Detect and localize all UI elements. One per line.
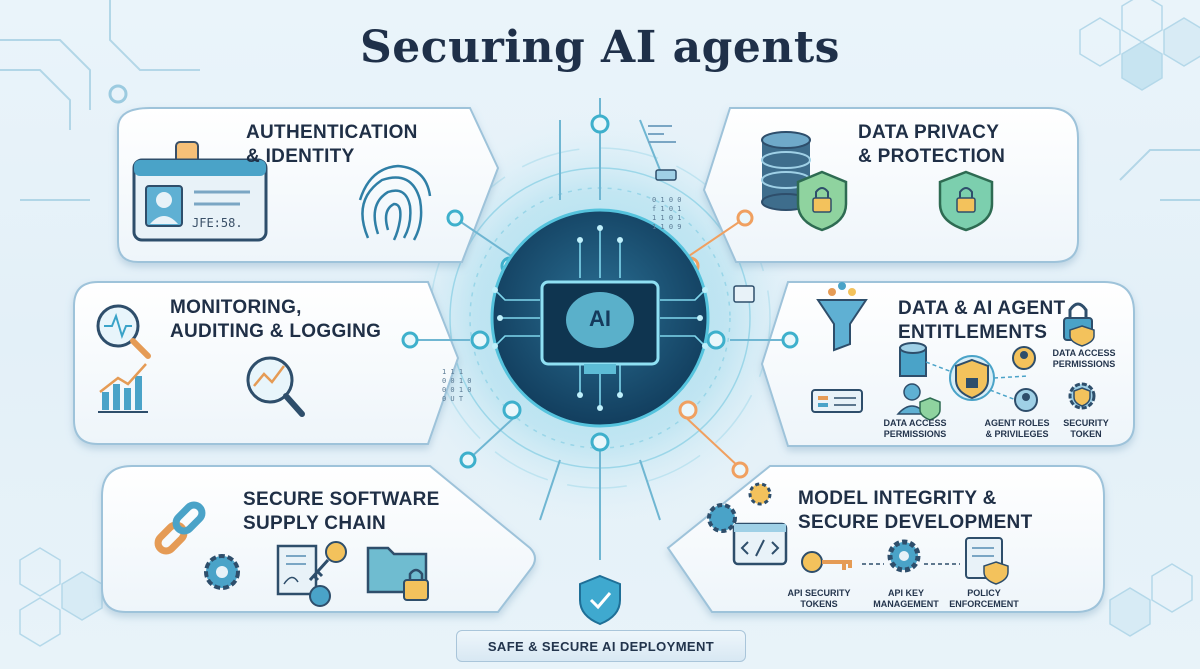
label-data-access-permissions-right: DATA ACCESS PERMISSIONS: [1052, 348, 1116, 369]
lock-icon-entitlement: [1063, 302, 1095, 347]
panel-title-supply-chain: SECURE SOFTWARE SUPPLY CHAIN: [243, 489, 440, 534]
bar-chart-icon: [98, 363, 148, 413]
user-avatar-icon: [1012, 346, 1036, 370]
panel-title-model: MODEL INTEGRITY & SECURE DEVELOPMENT: [798, 488, 1033, 533]
label-api-security-tokens: API SECURITY TOKENS: [787, 588, 851, 609]
page-title: Securing AI agents: [360, 22, 840, 73]
label-policy-enforcement: POLICY ENFORCEMENT: [949, 588, 1019, 609]
circuit-traces: [0, 0, 1200, 201]
label-api-key-management: API KEY MANAGEMENT: [873, 588, 939, 609]
plug-icon: [655, 169, 677, 181]
central-shield-icon: [949, 355, 995, 401]
security-token-gear-icon: [1068, 382, 1096, 410]
fingerprint-icon: [358, 164, 432, 241]
panel-title-auth: AUTHENTICATION & IDENTITY: [246, 122, 418, 167]
shield-lock-icon-1: [796, 170, 848, 232]
code-window-icon: [732, 522, 788, 566]
bg-ring: [108, 84, 128, 104]
label-data-access-permissions: DATA ACCESS PERMISSIONS: [883, 418, 947, 439]
shield-lock-icon-2: [938, 170, 994, 232]
gear-icon-model: [887, 539, 921, 573]
connectors: [410, 98, 790, 560]
binary-code-right: 0 1 0 0 f 1 0 1 1 1 0 1 1 1 0 9: [652, 196, 682, 231]
small-window-icon: [733, 285, 755, 303]
monitor-icon: [540, 280, 660, 374]
core-circuit-dots: [492, 225, 708, 411]
funnel-icon: [816, 282, 868, 352]
panel-title-entitlements: DATA & AI AGENT ENTITLEMENTS: [898, 298, 1066, 343]
certificate-icon: [276, 544, 331, 607]
policy-doc-icon: [965, 537, 1009, 585]
folder-lock-icon: [366, 546, 429, 601]
shield-check-icon: [579, 574, 621, 626]
footer-banner: SAFE & SECURE AI DEPLOYMENT: [456, 630, 746, 662]
entitlement-arrows: [925, 361, 1029, 401]
gear-icon-supply: [204, 554, 240, 590]
brain-icon: [566, 292, 634, 348]
chain-link-icon: [154, 501, 206, 555]
user-avatar-icon-2: [1014, 388, 1038, 412]
label-security-token: SECURITY TOKEN: [1063, 418, 1109, 439]
list-doc-icon: [811, 389, 863, 413]
code-lines-decoration: [648, 125, 676, 143]
key-icon-model: [801, 551, 852, 573]
panel-title-monitoring: MONITORING, AUDITING & LOGGING: [170, 297, 382, 342]
label-agent-roles: AGENT ROLES & PRIVILEGES: [984, 418, 1050, 439]
ai-label: AI: [589, 306, 611, 331]
key-icon-supply: [308, 541, 347, 582]
database-small-icon: [899, 342, 927, 377]
gears-icon-model: [707, 482, 772, 533]
magnifier-pulse-icon: [96, 304, 151, 359]
id-badge-icon: [132, 141, 268, 242]
core-circuits: [494, 228, 706, 408]
orange-connectors: [679, 217, 746, 469]
binary-code-left: 1 1 1 0 0 1 0 0 0 1 0 0 U T: [442, 368, 472, 403]
user-shield-icon: [896, 383, 941, 421]
badge-code: JFE:58.: [192, 216, 243, 230]
panel-title-privacy: DATA PRIVACY & PROTECTION: [858, 122, 1006, 167]
magnifier-chart-icon: [246, 356, 305, 417]
hexagon-pattern: [19, 0, 1200, 647]
